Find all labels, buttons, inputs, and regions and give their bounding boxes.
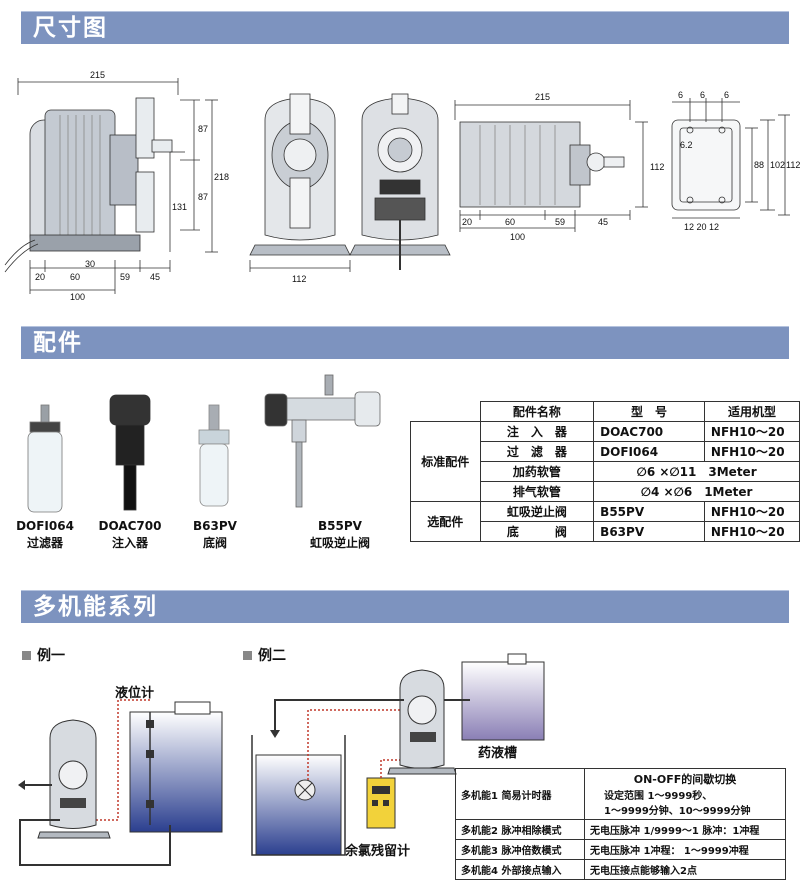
dim-20-side: 20 [35, 272, 45, 282]
dim-100-side: 100 [70, 292, 85, 300]
table-row: 加药软管 ∅6 ×∅11 3Meter [411, 461, 800, 482]
part-label-check-valve: B55PV 虹吸逆止阀 [309, 519, 370, 550]
accessory-table: 配件名称 型 号 适用机型 标准配件 注 入 器 DOAC700 NFH10～2… [410, 401, 800, 542]
table-header-row: 配件名称 型 号 适用机型 [410, 401, 800, 422]
level-gauge-label: 液位计 [115, 686, 155, 701]
base-plate [671, 119, 741, 211]
accessory-pictures [27, 374, 381, 513]
dim-102: 102 [770, 160, 785, 170]
dim-88: 88 [754, 160, 764, 170]
dim-59-top: 59 [555, 217, 565, 227]
square-bullet-icon [243, 651, 252, 660]
section-title-accessories: 配件 [33, 330, 83, 356]
dim-45-top: 45 [598, 217, 608, 227]
dim-6-b: 6 [700, 90, 705, 100]
dim-215-top: 215 [535, 92, 550, 102]
chlorine-meter-label: 余氯残留计 [345, 844, 411, 859]
dim-60-side: 60 [70, 272, 80, 282]
dim-100-top: 100 [510, 232, 525, 242]
table-row: 排气软管 ∅4 ×∅6 1Meter [411, 481, 800, 502]
dim-215-side: 215 [90, 70, 105, 80]
check-valve-picture [264, 374, 381, 508]
example-1-diagram [18, 699, 223, 866]
table-row: 多机能1 简易计时器 ON-OFF的间歇切换 设定范围 1～9999秒、 1～9… [455, 768, 786, 820]
section-title-multi: 多机能系列 [33, 594, 158, 620]
dim-60-top: 60 [505, 217, 515, 227]
table-row: 过 滤 器 DOFI064 NFH10～20 [411, 441, 800, 462]
square-bullet-icon [22, 651, 31, 660]
table-row: 选配件 虹吸逆止阀 B55PV NFH10～20 [410, 501, 800, 542]
table-row: 标准配件 注 入 器 DOAC700 NFH10～20 [410, 421, 800, 502]
dim-6-c: 6 [724, 90, 729, 100]
side-view-valve-top [135, 97, 155, 159]
section-title-dimensions: 尺寸图 [33, 15, 108, 41]
dim-45-side: 45 [150, 272, 160, 282]
dim-87-lower: 87 [198, 192, 208, 202]
tank-label: 药液槽 [478, 746, 518, 761]
part-label-injector: DOAC700 注入器 [98, 519, 162, 550]
dim-6-2: 6.2 [680, 140, 693, 150]
dim-87-upper: 87 [198, 124, 208, 134]
dim-218: 218 [214, 172, 229, 182]
dim-6-a: 6 [678, 90, 683, 100]
side-view-valve-bottom [135, 171, 155, 233]
part-label-filter: DOFI064 过滤器 [16, 519, 74, 550]
dim-112-front: 112 [292, 274, 306, 284]
example-2-label: 例二 [243, 645, 286, 665]
dim-bottom-spacing: 12 20 12 [684, 222, 719, 232]
section-bar-accessories: 配件 [21, 326, 789, 359]
dim-112-base: 112 [786, 160, 800, 170]
injector-picture [109, 394, 151, 511]
example-2-diagram [251, 653, 545, 856]
group-standard: 标准配件 [410, 421, 481, 502]
functions-table: 多机能1 简易计时器 ON-OFF的间歇切换 设定范围 1～9999秒、 1～9… [455, 768, 786, 880]
filter-picture [27, 404, 63, 513]
dim-20-top: 20 [462, 217, 472, 227]
top-view-body [459, 121, 581, 208]
dim-131: 131 [172, 202, 187, 212]
foot-valve-picture [198, 404, 230, 507]
dim-30-side: 30 [85, 259, 95, 269]
table-row: 多机能3 脉冲倍数模式 无电压脉冲 1冲程： 1～9999冲程 [455, 839, 786, 860]
example-1-label: 例一 [22, 645, 65, 665]
dimension-drawings: 215 87 87 218 131 20 60 30 59 45 100 112… [4, 70, 800, 300]
part-label-foot-valve: B63PV 底阀 [193, 519, 237, 550]
section-bar-multi: 多机能系列 [21, 590, 789, 623]
group-optional: 选配件 [410, 501, 481, 542]
table-row: 多机能2 脉冲相除模式 无电压脉冲 1/9999～1 脉冲：1冲程 [455, 819, 786, 840]
dim-112-top: 112 [650, 162, 664, 172]
section-bar-dimensions: 尺寸图 [21, 11, 789, 44]
table-row: 多机能4 外部接点输入 无电压接点能够输入2点 [455, 859, 786, 880]
table-row: 底 阀 B63PV NFH10～20 [411, 521, 800, 542]
example-diagrams [18, 653, 545, 866]
dim-59-side: 59 [120, 272, 130, 282]
